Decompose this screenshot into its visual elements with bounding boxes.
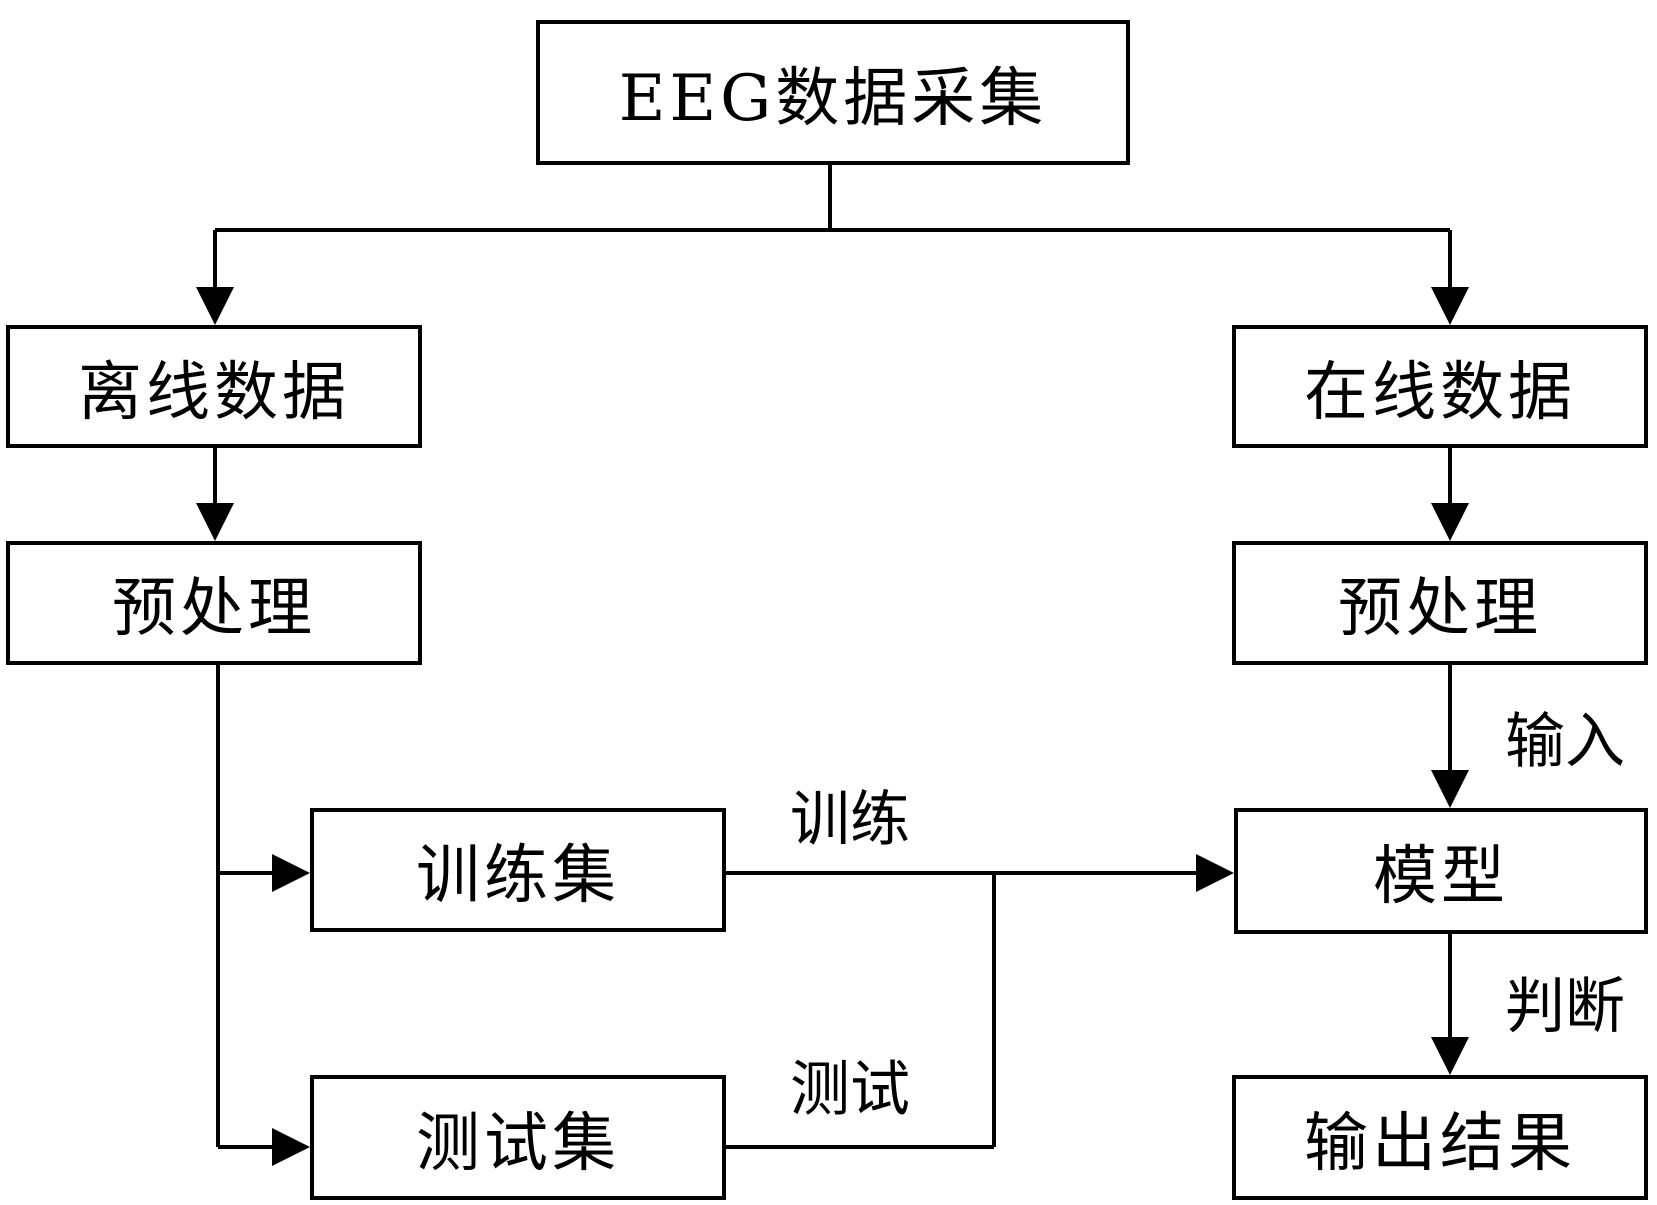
arrowhead-model-left	[1196, 854, 1234, 892]
test-set-label: 测试集	[416, 1106, 620, 1181]
offline-data-box: 离线数据	[6, 325, 422, 448]
offline-preprocess-box: 预处理	[6, 541, 422, 665]
eeg-collection-label: EEG数据采集	[618, 61, 1048, 136]
edge-label-judge: 判断	[1505, 972, 1625, 1042]
arrowhead-output	[1431, 1037, 1469, 1075]
online-data-label: 在线数据	[1304, 355, 1576, 430]
eeg-collection-box: EEG数据采集	[536, 20, 1130, 165]
arrowhead-offline	[196, 287, 234, 325]
online-data-box: 在线数据	[1232, 325, 1648, 448]
offline-preprocess-label: 预处理	[112, 572, 316, 646]
arrowhead-test-set	[272, 1128, 310, 1166]
arrowhead-online	[1431, 287, 1469, 325]
arrowhead-model-top	[1431, 770, 1469, 808]
edge-label-test: 测试	[790, 1055, 910, 1125]
test-set-box: 测试集	[310, 1075, 726, 1200]
online-preprocess-box: 预处理	[1232, 541, 1648, 665]
arrowhead-training-set	[272, 854, 310, 892]
output-result-box: 输出结果	[1232, 1075, 1648, 1200]
model-label: 模型	[1373, 840, 1509, 914]
arrowhead-online-preprocess	[1431, 503, 1469, 541]
arrowhead-offline-preprocess	[196, 503, 234, 541]
training-set-label: 训练集	[416, 839, 620, 913]
offline-data-label: 离线数据	[78, 355, 350, 430]
model-box: 模型	[1234, 808, 1648, 934]
edge-label-train: 训练	[790, 785, 910, 855]
training-set-box: 训练集	[310, 808, 726, 932]
edge-label-input: 输入	[1505, 707, 1625, 777]
output-result-label: 输出结果	[1304, 1106, 1576, 1181]
online-preprocess-label: 预处理	[1338, 572, 1542, 646]
